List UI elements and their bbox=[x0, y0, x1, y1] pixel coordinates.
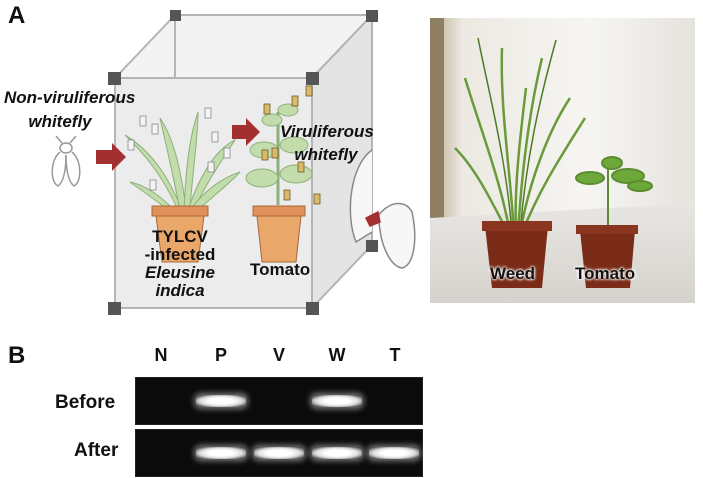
label-infected-line4: indica bbox=[155, 281, 205, 300]
lane-label-v: V bbox=[272, 345, 285, 365]
gel-row-after bbox=[135, 429, 423, 477]
label-infected-line1: TYLCV bbox=[152, 227, 208, 246]
gel-band-p bbox=[196, 395, 246, 407]
label-tomato-cage: Tomato bbox=[250, 260, 311, 279]
label-viruliferous-line2: whitefly bbox=[294, 145, 358, 164]
greenhouse-photo: Weed Tomato bbox=[430, 18, 695, 303]
weed-plant-icon bbox=[124, 111, 241, 215]
gel-band-p bbox=[196, 447, 246, 459]
row-label-after: After bbox=[74, 440, 119, 461]
tomato-plant-icon bbox=[245, 103, 313, 205]
label-non-viruliferous-line2: whitefly bbox=[28, 112, 92, 131]
label-non-viruliferous: Non-viruliferous whitefly bbox=[4, 88, 136, 131]
cage-diagram bbox=[51, 10, 416, 315]
arrow-to-tomato-icon bbox=[232, 118, 260, 146]
weed-pot-icon bbox=[151, 205, 209, 263]
label-non-viruliferous-line1: Non-viruliferous bbox=[4, 88, 136, 107]
photo-label-tomato: Tomato bbox=[575, 264, 636, 283]
panel-b-letter: B bbox=[8, 342, 26, 369]
label-viruliferous: Viruliferous whitefly bbox=[280, 122, 374, 164]
gel-band-t bbox=[369, 447, 419, 459]
label-infected-weed: TYLCV -infected Eleusine indica bbox=[130, 228, 230, 300]
gel-band-v bbox=[254, 447, 304, 459]
gel-row-before bbox=[135, 377, 423, 425]
gel-band-w bbox=[312, 395, 362, 407]
arrow-into-cage-icon bbox=[96, 143, 126, 171]
viruliferous-whitefly-swarm-icon bbox=[261, 85, 321, 205]
photo-label-weed: Weed bbox=[490, 264, 536, 283]
row-label-before: Before bbox=[55, 392, 116, 413]
panel-a-letter: A bbox=[8, 2, 26, 29]
lane-label-p: P bbox=[214, 345, 227, 365]
lane-label-n: N bbox=[154, 345, 168, 365]
lane-label-w: W bbox=[328, 345, 346, 365]
cage-corner-brackets bbox=[108, 10, 378, 315]
label-infected-line2: -infected bbox=[144, 245, 216, 264]
label-infected-line3: Eleusine bbox=[145, 263, 215, 282]
greenhouse-photo-image bbox=[430, 18, 695, 303]
tomato-pot-icon bbox=[252, 205, 306, 263]
cage-sleeve-icon bbox=[349, 149, 416, 269]
whitefly-outline-icon bbox=[51, 135, 81, 187]
whitefly-swarm-icon bbox=[127, 107, 231, 191]
label-viruliferous-line1: Viruliferous bbox=[280, 122, 374, 141]
lane-label-t: T bbox=[389, 345, 401, 365]
gel-band-w bbox=[312, 447, 362, 459]
